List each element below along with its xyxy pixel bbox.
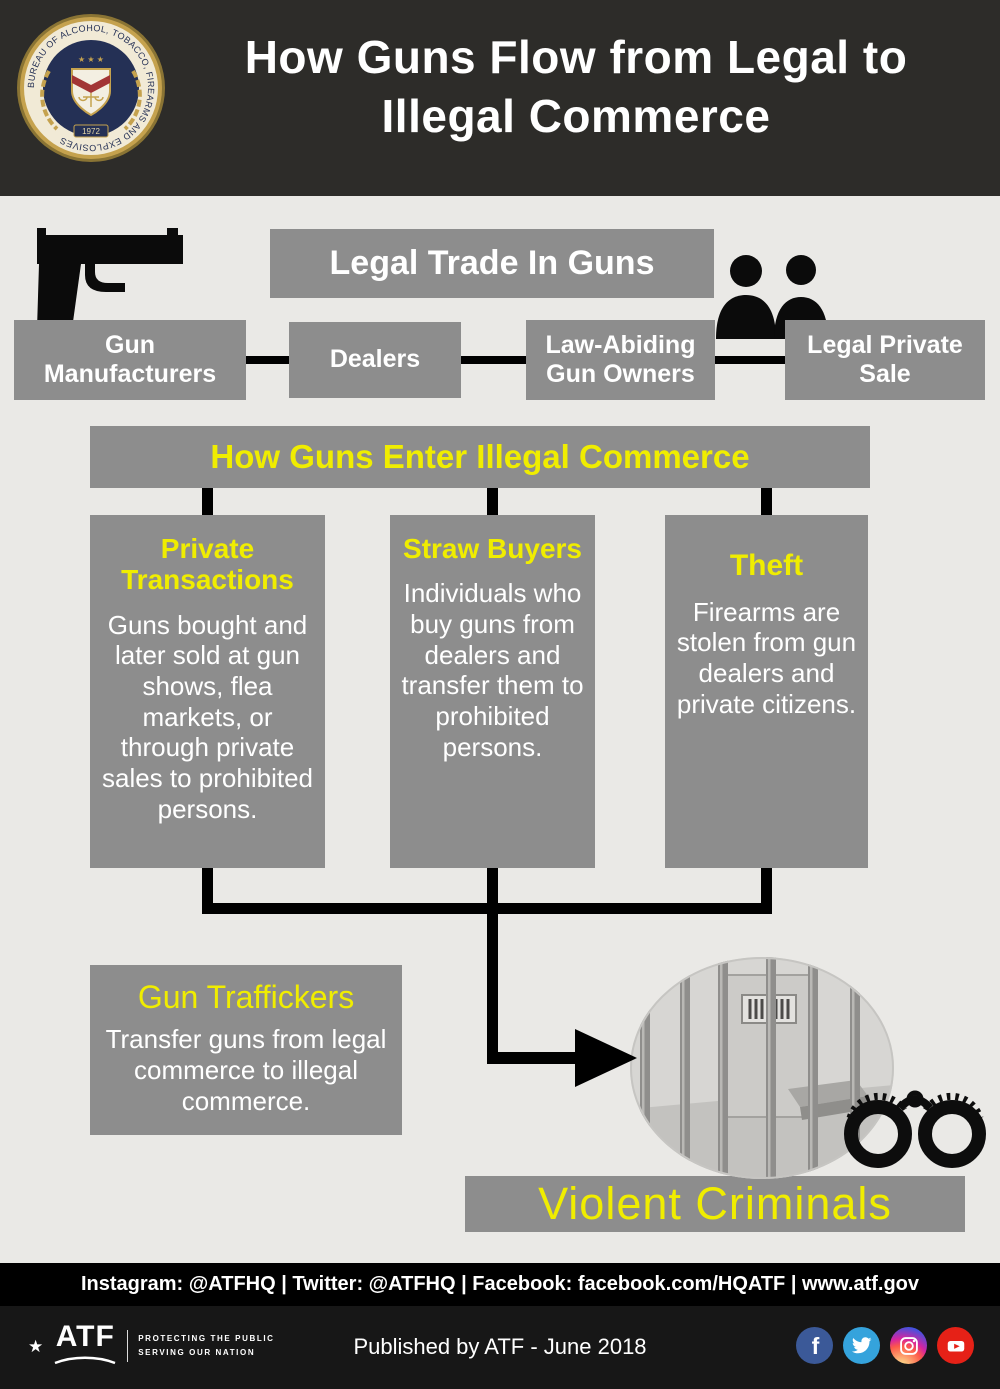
social-links-text: Instagram: @ATFHQ | Twitter: @ATFHQ | Fa… (80, 1273, 920, 1295)
atf-wordmark: ATF (53, 1322, 117, 1370)
social-links-bar: Instagram: @ATFHQ | Twitter: @ATFHQ | Fa… (0, 1263, 1000, 1306)
svg-text:1972: 1972 (82, 127, 100, 136)
legal-trade-heading-label: Legal Trade In Guns (329, 244, 655, 282)
atf-swoosh-icon (54, 1356, 116, 1365)
footer: ★ ATF PROTECTING THE PUBLIC SERVING OUR … (0, 1306, 1000, 1389)
page-title: How Guns Flow from Legal to Illegal Comm… (170, 28, 982, 146)
svg-text:★ ★ ★: ★ ★ ★ (78, 55, 104, 64)
youtube-icon[interactable] (937, 1327, 974, 1364)
box-body: Individuals who buy guns from dealers an… (401, 578, 584, 762)
box-title: Private Transactions (121, 533, 294, 596)
flow-connector (761, 868, 772, 914)
legal-trade-heading: Legal Trade In Guns (270, 229, 714, 298)
illegal-commerce-heading: How Guns Enter Illegal Commerce (90, 426, 870, 488)
facebook-icon[interactable]: f (796, 1327, 833, 1364)
instagram-camera-icon (899, 1336, 918, 1355)
youtube-play-icon (947, 1340, 964, 1351)
box-title: Gun Traffickers (137, 979, 355, 1015)
flow-arrow-shaft (487, 1052, 577, 1064)
node-gun-manufacturers: Gun Manufacturers (14, 320, 246, 400)
violent-criminals-label: Violent Criminals (538, 1178, 892, 1229)
flow-connector (202, 488, 213, 515)
atf-seal: BUREAU OF ALCOHOL, TOBACCO, FIREARMS AND… (17, 14, 165, 162)
handcuffs-icon (844, 1090, 986, 1168)
box-title: Theft (729, 549, 804, 582)
box-gun-traffickers: Gun Traffickers Transfer guns from legal… (90, 965, 402, 1135)
box-straw-buyers: Straw Buyers Individuals who buy guns fr… (390, 515, 595, 868)
node-law-abiding-gun-owners: Law-Abiding Gun Owners (526, 320, 715, 400)
atf-tagline: PROTECTING THE PUBLIC SERVING OUR NATION (138, 1332, 274, 1361)
atf-logo: ★ ATF PROTECTING THE PUBLIC SERVING OUR … (28, 1322, 275, 1370)
box-private-transactions: Private Transactions Guns bought and lat… (90, 515, 325, 868)
node-label: Law-Abiding Gun Owners (545, 330, 696, 389)
divider (127, 1330, 129, 1362)
pistol-icon (37, 228, 183, 329)
node-label: Gun Manufacturers (43, 330, 217, 389)
atf-tagline-line1: PROTECTING THE PUBLIC (138, 1333, 275, 1343)
node-label: Legal Private Sale (807, 330, 963, 389)
node-label: Dealers (329, 345, 421, 374)
violent-criminals-banner: Violent Criminals (465, 1176, 965, 1232)
node-dealers: Dealers (289, 322, 461, 398)
twitter-icon[interactable] (843, 1327, 880, 1364)
box-theft: Theft Firearms are stolen from gun deale… (665, 515, 868, 868)
flow-arrow-head (575, 1029, 637, 1087)
box-body: Firearms are stolen from gun dealers and… (676, 596, 857, 719)
box-title: Straw Buyers (403, 533, 582, 564)
flow-connector (246, 356, 289, 364)
page-title-line2: Illegal Commerce (381, 89, 771, 142)
star-icon: ★ (28, 1336, 44, 1356)
node-legal-private-sale: Legal Private Sale (785, 320, 985, 400)
flow-connector (487, 868, 498, 1064)
flow-connector (461, 356, 526, 364)
flow-connector (715, 356, 785, 364)
header: BUREAU OF ALCOHOL, TOBACCO, FIREARMS AND… (0, 0, 1000, 196)
instagram-icon[interactable] (890, 1327, 927, 1364)
social-icons: f (796, 1327, 974, 1364)
flow-connector (487, 488, 498, 515)
box-body: Guns bought and later sold at gun shows,… (101, 609, 314, 824)
atf-tagline-line2: SERVING OUR NATION (138, 1348, 256, 1357)
page-title-line1: How Guns Flow from Legal to (244, 31, 908, 83)
flow-connector (202, 868, 213, 914)
twitter-bird-icon (851, 1337, 872, 1354)
atf-logo-text: ATF (55, 1320, 115, 1353)
flow-connector (761, 488, 772, 515)
flow-connector (202, 903, 772, 914)
box-body: Transfer guns from legal commerce to ill… (105, 1024, 387, 1117)
illegal-commerce-heading-label: How Guns Enter Illegal Commerce (210, 438, 750, 475)
